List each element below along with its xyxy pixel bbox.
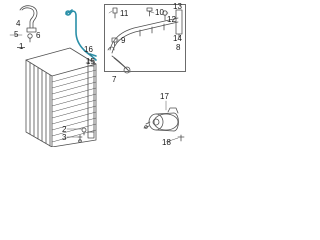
leader-line <box>85 50 93 57</box>
bolt-part-3-icon <box>77 134 83 143</box>
fitting-part-10-icon <box>146 7 153 17</box>
leader-line <box>108 10 113 14</box>
callout-1: 1 <box>19 42 24 51</box>
leader-line <box>85 61 91 64</box>
leader-line <box>165 137 179 143</box>
callout-6: 6 <box>36 31 41 40</box>
condenser-icon <box>25 47 97 147</box>
callout-13: 13 <box>173 2 182 11</box>
callout-14: 14 <box>173 34 182 43</box>
group-box-condenser <box>17 47 25 48</box>
callout-18: 18 <box>162 138 171 147</box>
callout-9: 9 <box>121 36 126 45</box>
bracket-part-14-icon <box>175 9 183 39</box>
callout-2: 2 <box>62 125 67 134</box>
clip-part-6-icon <box>27 33 33 43</box>
callout-4: 4 <box>16 19 21 28</box>
bolt-part-2-icon <box>81 127 87 136</box>
compressor-part-17-icon <box>143 107 179 132</box>
callout-7: 7 <box>112 75 117 84</box>
callout-10: 10 <box>155 8 164 17</box>
refrigerant-line-part-16-icon <box>65 9 97 61</box>
callout-17: 17 <box>160 92 169 101</box>
callout-16: 16 <box>84 45 93 54</box>
fitting-part-11-icon <box>112 7 118 19</box>
callout-12: 12 <box>167 15 176 24</box>
parts-diagram: 4 6 5 1 2 3 16 15 11 10 12 13 14 9 8 7 1… <box>0 0 200 147</box>
hose-fitting-part-4-icon <box>19 5 38 33</box>
callout-15: 15 <box>86 57 95 66</box>
bolt-part-18-icon <box>177 134 185 142</box>
callout-11: 11 <box>120 9 129 18</box>
leader-line <box>147 10 155 14</box>
hose-assembly-part-8-icon <box>107 17 179 74</box>
callout-3: 3 <box>62 133 67 142</box>
callout-8: 8 <box>176 43 181 52</box>
callout-5: 5 <box>14 30 19 39</box>
group-box-hose-assembly <box>104 4 186 72</box>
group-box-compressor <box>140 104 188 142</box>
diagram-artwork <box>9 5 185 147</box>
